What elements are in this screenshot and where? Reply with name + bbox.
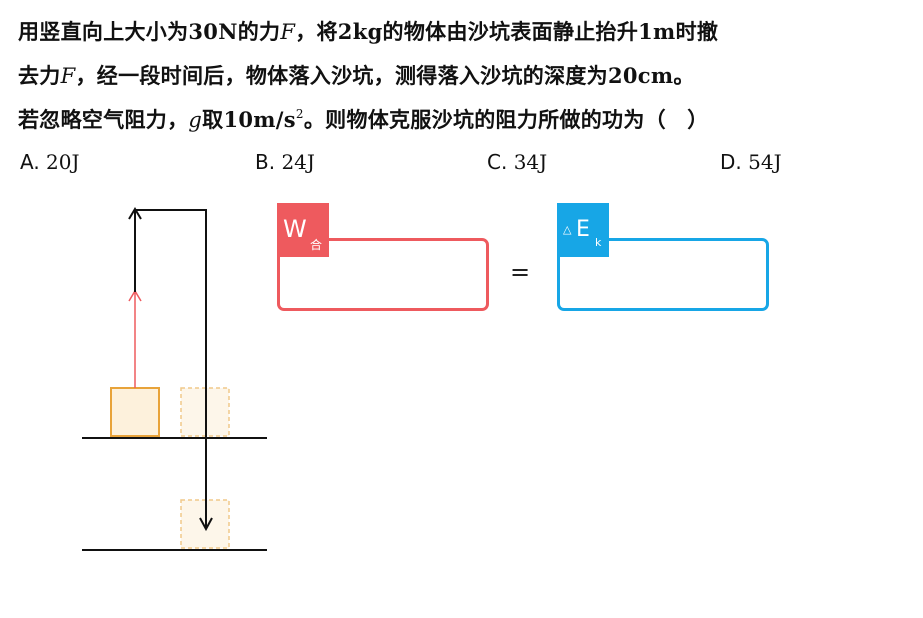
option-b-value: 24J — [281, 150, 315, 174]
work-box — [277, 238, 489, 311]
fall-arrowhead — [199, 517, 213, 532]
work-subscript: 合 — [310, 238, 323, 252]
question-line-1: 用竖直向上大小为30N的力F，将2kg的物体由沙坑表面静止抬升1m时撤 — [18, 10, 913, 54]
question-line-3: 若忽略空气阻力，g取10m/s2。则物体克服沙坑的阻力所做的功为（ ） — [18, 98, 913, 142]
option-c-value: 34J — [513, 150, 548, 174]
kinetic-energy-label: △ E k — [557, 203, 609, 257]
delta-icon: △ — [563, 223, 572, 236]
option-d-value: 54J — [748, 150, 782, 174]
question-line-3-text-b: 取10m/s — [202, 107, 296, 132]
option-b[interactable]: B. 24J — [255, 150, 315, 174]
gravity-variable: g — [188, 108, 203, 132]
energy-subscript: k — [595, 236, 602, 249]
option-c[interactable]: C. 34J — [487, 150, 547, 174]
exponent: 2 — [295, 107, 304, 121]
energy-symbol: E — [576, 217, 590, 242]
block-initial — [110, 387, 160, 437]
question-line-2: 去力F，经一段时间后，物体落入沙坑，测得落入沙坑的深度为20cm。 — [18, 54, 913, 98]
motion-diagram — [82, 207, 267, 551]
question-line-2-text-a: 去力 — [18, 63, 61, 88]
force-variable: F — [60, 64, 76, 88]
option-a-letter: A. — [20, 150, 40, 174]
work-symbol: W — [283, 215, 307, 243]
question-line-1-text-a: 用竖直向上大小为30N的力 — [18, 19, 281, 44]
option-b-letter: B. — [255, 150, 276, 174]
option-d[interactable]: D. 54J — [720, 150, 782, 174]
question-line-1-text-b: ，将2kg的物体由沙坑表面静止抬升1m时撤 — [295, 19, 719, 44]
question-line-3-text-c: 。则物体克服沙坑的阻力所做的功为（ ） — [303, 107, 709, 132]
option-c-letter: C. — [487, 150, 508, 174]
equals-sign: = — [510, 258, 531, 286]
option-a-value: 20J — [46, 150, 80, 174]
question-line-3-text-a: 若忽略空气阻力， — [18, 107, 189, 132]
question-text: 用竖直向上大小为30N的力F，将2kg的物体由沙坑表面静止抬升1m时撤 去力F，… — [18, 10, 913, 142]
option-a[interactable]: A. 20J — [20, 150, 80, 174]
work-label: W 合 — [277, 203, 329, 257]
force-variable: F — [280, 20, 296, 44]
question-line-2-text-b: ，经一段时间后，物体落入沙坑，测得落入沙坑的深度为20cm。 — [75, 63, 695, 88]
option-d-letter: D. — [720, 150, 742, 174]
